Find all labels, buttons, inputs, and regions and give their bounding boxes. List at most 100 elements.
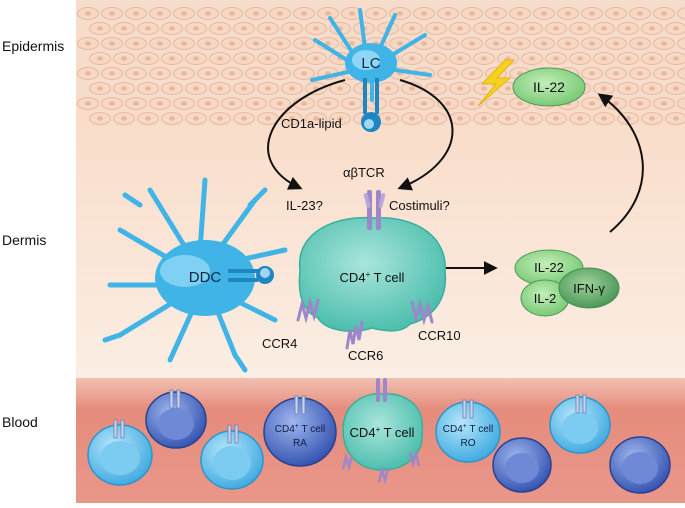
keratinocyte-nucleus [229,41,235,45]
il22-cytokine-label: IL-22 [534,260,564,275]
keratinocyte-nucleus [121,56,127,60]
keratinocyte-nucleus [277,71,283,75]
keratinocyte-nucleus [193,56,199,60]
keratinocyte-nucleus [85,11,91,15]
keratinocyte-nucleus [133,71,139,75]
keratinocyte-nucleus [661,11,667,15]
keratinocyte-nucleus [517,101,523,105]
keratinocyte-nucleus [253,41,259,45]
keratinocyte-nucleus [457,26,463,30]
ccr4-label: CCR4 [262,336,297,351]
keratinocyte-nucleus [217,56,223,60]
lc-label: LC [361,55,380,72]
keratinocyte-nucleus [601,56,607,60]
keratinocyte-nucleus [169,116,175,120]
keratinocyte-nucleus [349,11,355,15]
keratinocyte-nucleus [229,11,235,15]
keratinocyte-nucleus [589,11,595,15]
costimuli-label: Costimuli? [389,198,450,213]
keratinocyte-nucleus [457,86,463,90]
keratinocyte-nucleus [445,41,451,45]
keratinocyte-nucleus [133,11,139,15]
keratinocyte-nucleus [193,86,199,90]
keratinocyte-nucleus [241,116,247,120]
keratinocyte-nucleus [661,71,667,75]
keratinocyte-nucleus [577,26,583,30]
keratinocyte-nucleus [181,101,187,105]
keratinocyte-nucleus [613,41,619,45]
keratinocyte-nucleus [109,11,115,15]
keratinocyte-nucleus [85,41,91,45]
keratinocyte-nucleus [673,86,679,90]
keratinocyte-nucleus [169,56,175,60]
keratinocyte-nucleus [97,56,103,60]
keratinocyte-nucleus [169,26,175,30]
keratinocyte-nucleus [157,101,163,105]
epidermis-label: Epidermis [2,38,64,54]
keratinocyte-nucleus [637,11,643,15]
ccr10-label: CCR10 [418,328,461,343]
ro-cell-label-line1: CD4+ T cell [443,423,493,435]
keratinocyte-nucleus [193,116,199,120]
keratinocyte-nucleus [409,56,415,60]
keratinocyte-nucleus [133,41,139,45]
keratinocyte-nucleus [217,86,223,90]
keratinocyte-nucleus [649,116,655,120]
keratinocyte-nucleus [469,71,475,75]
keratinocyte-nucleus [481,86,487,90]
keratinocyte-nucleus [145,26,151,30]
il23-label: IL-23? [286,198,323,213]
keratinocyte-nucleus [469,11,475,15]
keratinocyte-nucleus [385,116,391,120]
keratinocyte-nucleus [493,41,499,45]
keratinocyte-nucleus [349,101,355,105]
keratinocyte-nucleus [493,11,499,15]
blood-label: Blood [2,414,38,430]
ccr6-label: CCR6 [348,348,383,363]
ddc-label: DDC [189,269,222,286]
keratinocyte-nucleus [301,11,307,15]
keratinocyte-nucleus [529,116,535,120]
keratinocyte-nucleus [553,26,559,30]
keratinocyte-nucleus [445,11,451,15]
dermis-label: Dermis [2,232,46,248]
keratinocyte-nucleus [277,41,283,45]
keratinocyte-nucleus [481,26,487,30]
keratinocyte-nucleus [673,56,679,60]
keratinocyte-nucleus [253,71,259,75]
keratinocyte-nucleus [433,56,439,60]
keratinocyte-nucleus [589,71,595,75]
keratinocyte-nucleus [253,11,259,15]
keratinocyte-nucleus [565,41,571,45]
keratinocyte-nucleus [445,71,451,75]
keratinocyte-nucleus [301,41,307,45]
keratinocyte-nucleus [205,101,211,105]
keratinocyte-nucleus [457,56,463,60]
keratinocyte-nucleus [325,101,331,105]
keratinocyte-nucleus [421,101,427,105]
keratinocyte-nucleus [541,41,547,45]
keratinocyte-nucleus [97,86,103,90]
keratinocyte-nucleus [421,41,427,45]
keratinocyte-nucleus [313,56,319,60]
keratinocyte-nucleus [229,71,235,75]
keratinocyte-nucleus [553,116,559,120]
keratinocyte-nucleus [145,56,151,60]
keratinocyte-nucleus [397,101,403,105]
ra-cell-label-line2: RA [293,438,307,449]
keratinocyte-nucleus [277,11,283,15]
blood-cd4-label: CD4+ T cell [350,425,415,440]
keratinocyte-nucleus [577,56,583,60]
keratinocyte-nucleus [433,86,439,90]
keratinocyte-nucleus [433,116,439,120]
keratinocyte-nucleus [601,86,607,90]
keratinocyte-nucleus [301,101,307,105]
keratinocyte-nucleus [433,26,439,30]
keratinocyte-nucleus [529,26,535,30]
keratinocyte-nucleus [481,56,487,60]
keratinocyte-nucleus [349,41,355,45]
keratinocyte-nucleus [289,86,295,90]
keratinocyte-nucleus [265,56,271,60]
keratinocyte-nucleus [85,101,91,105]
keratinocyte-nucleus [661,41,667,45]
